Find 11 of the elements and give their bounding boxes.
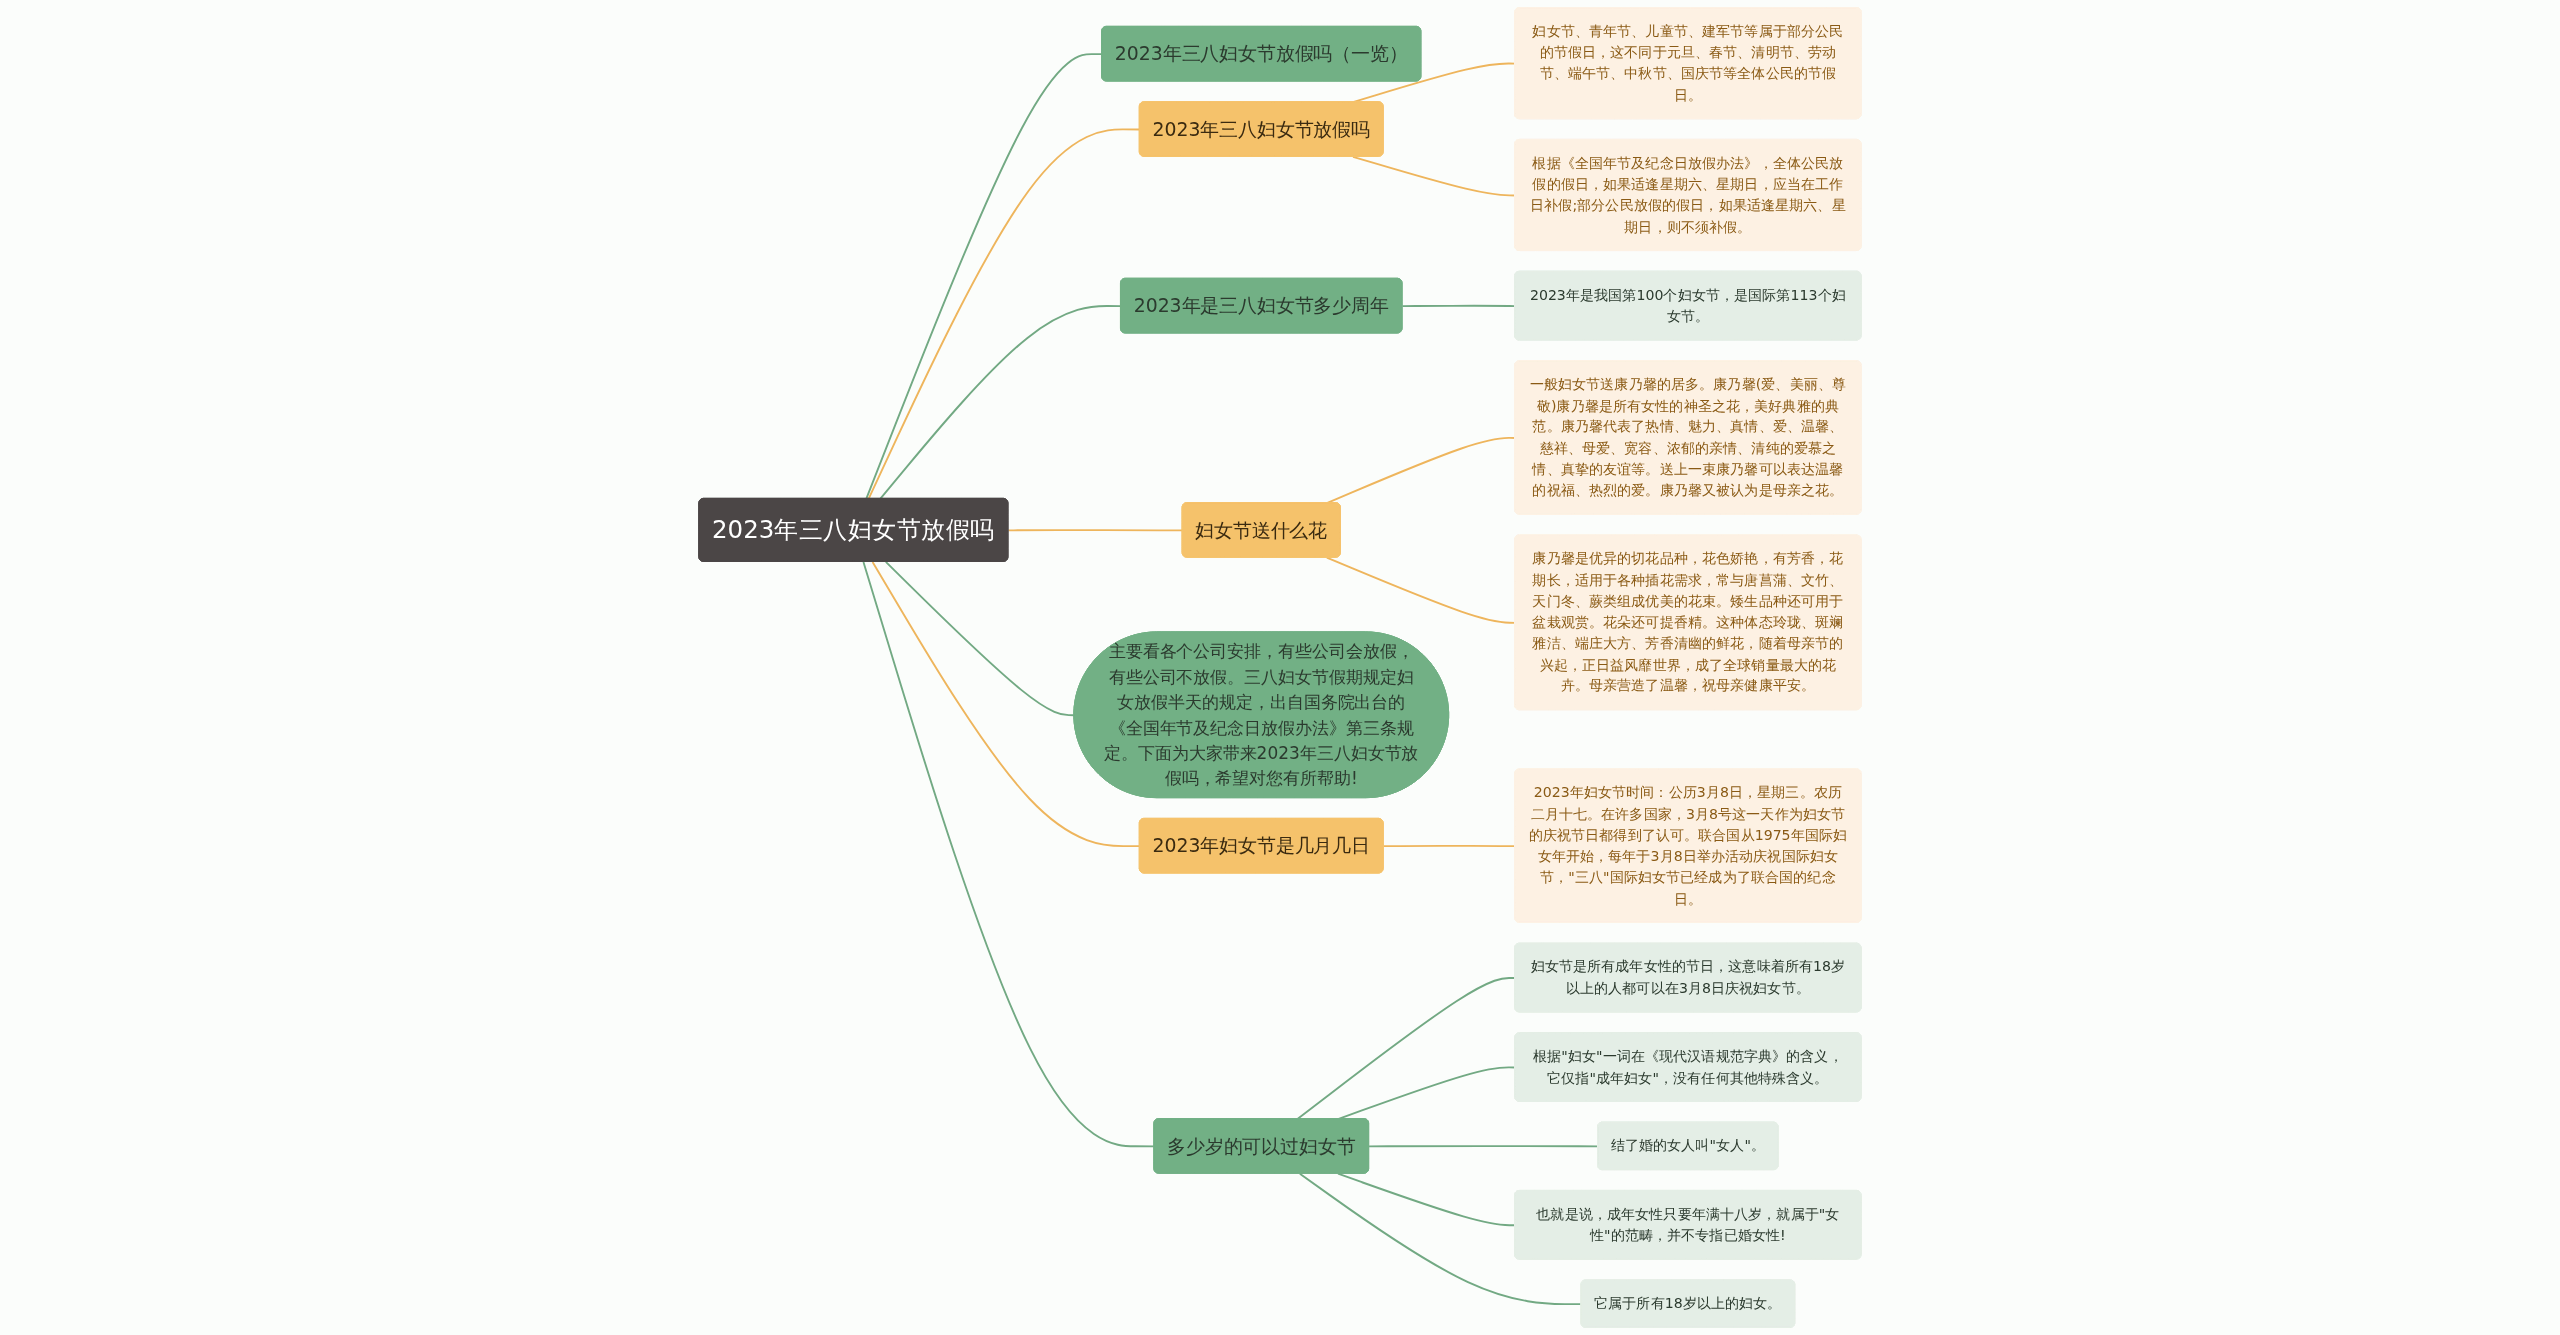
connector bbox=[1296, 977, 1516, 1120]
connector bbox=[1368, 1145, 1599, 1148]
connector bbox=[867, 128, 1141, 500]
connector bbox=[1325, 556, 1516, 624]
connector bbox=[879, 305, 1122, 500]
connector bbox=[1007, 529, 1184, 532]
connector bbox=[871, 561, 1141, 848]
connector bbox=[1401, 304, 1516, 308]
connector bbox=[1382, 844, 1516, 848]
connector bbox=[1352, 155, 1516, 197]
connector bbox=[1337, 1172, 1516, 1227]
